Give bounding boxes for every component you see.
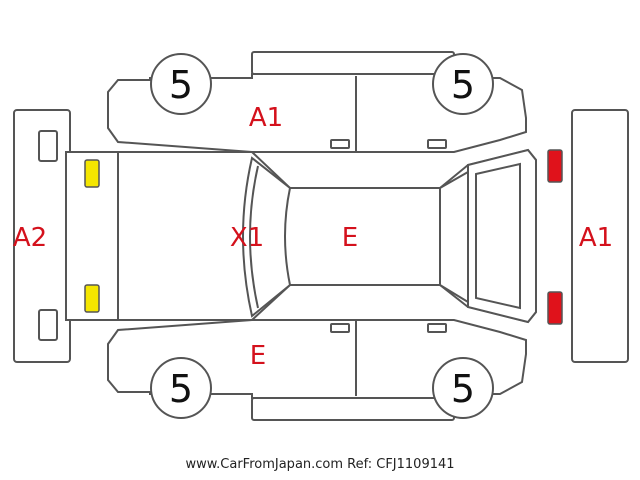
right-front-door-handle [427, 323, 447, 333]
rear-lamp-upper [84, 159, 100, 188]
roof [284, 187, 441, 286]
code-left-front-door: A1 [249, 103, 283, 133]
left-front-door-handle [427, 139, 447, 149]
code-roof: E [342, 223, 358, 253]
tire-label-front-left: 5 [451, 63, 475, 107]
windshield [242, 156, 291, 318]
rear-lamp-lower [84, 284, 100, 313]
front-lamp-upper [547, 149, 563, 183]
tire-front-right [432, 357, 494, 419]
tire-label-rear-left: 5 [169, 63, 193, 107]
hood [467, 148, 537, 324]
tire-front-left [432, 53, 494, 115]
tire-label-front-right: 5 [451, 367, 475, 411]
front-lamp-lower [547, 291, 563, 325]
right-rear-door-handle [330, 323, 350, 333]
left-rear-door-handle [330, 139, 350, 149]
windshield-inner [249, 165, 259, 309]
rear-bumper-slot-top [38, 130, 58, 162]
code-windshield: X1 [230, 223, 264, 253]
top-roof-rail [251, 51, 455, 75]
rear-bumper-slot-bottom [38, 309, 58, 341]
left-side-body [107, 73, 527, 153]
footer-reference: www.CarFromJapan.com Ref: CFJ1109141 [185, 457, 455, 472]
code-right-front-door: E [250, 341, 266, 371]
code-rear-bumper: A2 [13, 223, 47, 253]
right-side-body [107, 319, 527, 399]
bottom-roof-rail [251, 397, 455, 421]
front-glass [439, 170, 469, 304]
tire-rear-right [150, 357, 212, 419]
tire-rear-left [150, 53, 212, 115]
hood-inner [475, 162, 521, 310]
front-bumper [571, 109, 629, 363]
code-front-bumper: A1 [579, 223, 613, 253]
tire-label-rear-right: 5 [169, 367, 193, 411]
